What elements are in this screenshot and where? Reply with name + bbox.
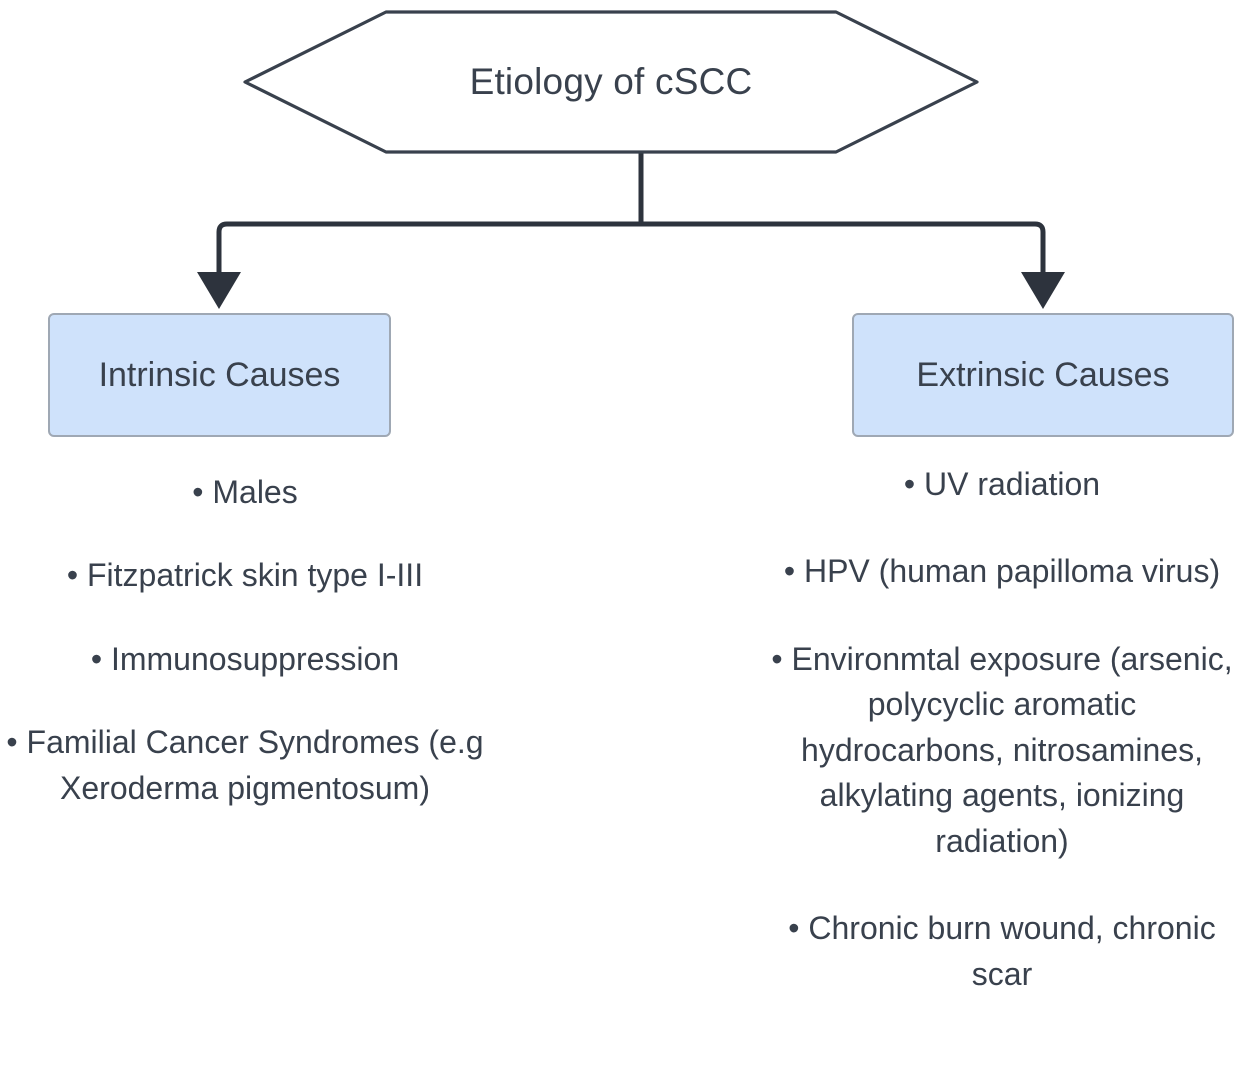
node-extrinsic-causes[interactable]: Extrinsic Causes [852, 313, 1234, 437]
list-item: • Environmtal exposure (arsenic, polycyc… [771, 640, 1233, 859]
node-intrinsic-label: Intrinsic Causes [98, 355, 341, 394]
hexagon-shape [243, 10, 979, 154]
list-item: • Chronic burn wound, chronic scar [788, 910, 1216, 992]
extrinsic-causes-list: • UV radiation • HPV (human papilloma vi… [762, 462, 1242, 1039]
list-item: • Males [192, 474, 298, 510]
node-root-label: Etiology of cSCC [469, 61, 753, 102]
node-extrinsic-label: Extrinsic Causes [916, 355, 1170, 394]
list-item: • Familial Cancer Syndromes (e.g Xeroder… [6, 724, 484, 806]
list-item: • UV radiation [903, 466, 1101, 502]
node-root-etiology[interactable]: Etiology of cSCC [241, 8, 981, 156]
connector-to-extrinsic [641, 221, 1065, 309]
list-item: • HPV (human papilloma virus) [783, 553, 1221, 590]
node-intrinsic-causes[interactable]: Intrinsic Causes [48, 313, 391, 437]
intrinsic-causes-list: • Males • Fitzpatrick skin type I-III • … [0, 470, 490, 811]
connector-to-intrinsic [197, 221, 641, 309]
list-item: • Immunosuppression [90, 640, 400, 677]
list-item: • Fitzpatrick skin type I-III [66, 557, 424, 594]
